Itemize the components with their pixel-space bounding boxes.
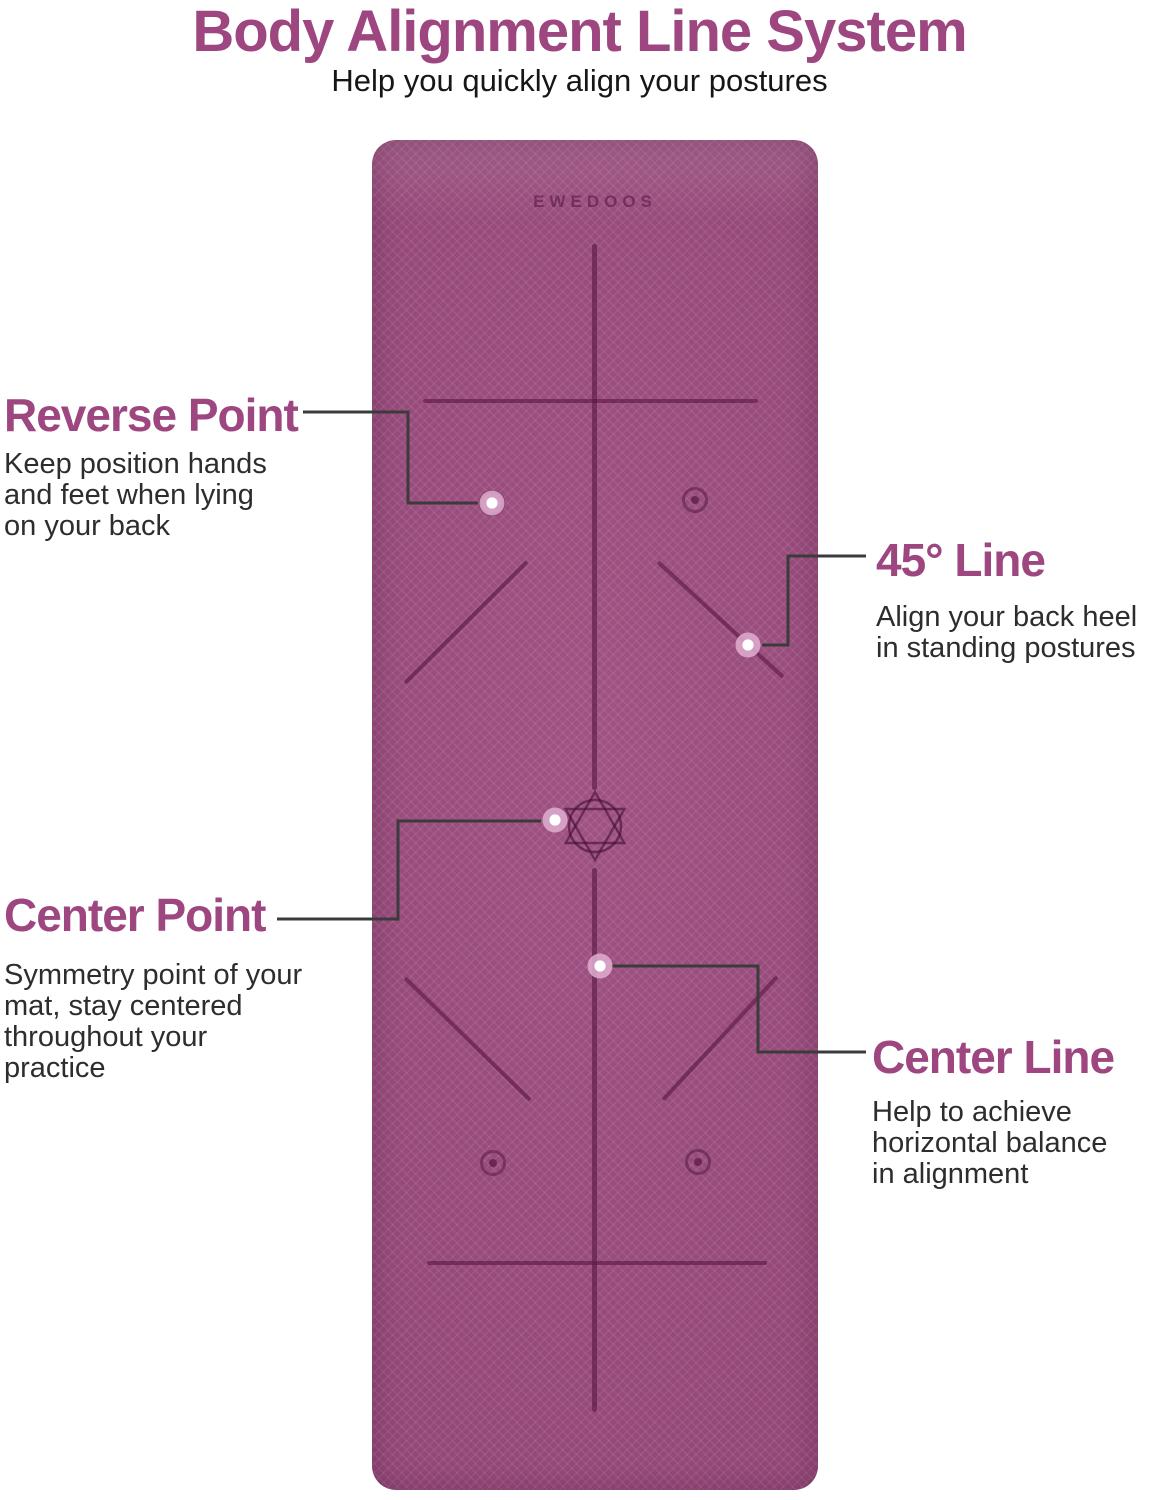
lower-right-45-line — [661, 975, 779, 1102]
brand-logo-text: EWEDOOS — [533, 192, 657, 211]
reverse-point-marker-left — [479, 490, 505, 516]
callout-desc-reverse-point: Keep position hands and feet when lying … — [4, 448, 267, 542]
foot-marker-right — [685, 1149, 711, 1175]
callout-title-reverse-point: Reverse Point — [4, 389, 299, 441]
top-cross-line — [423, 399, 758, 403]
page-title: Body Alignment Line System — [192, 0, 967, 64]
center-line-upper — [592, 244, 597, 790]
foot-marker-left — [480, 1150, 506, 1176]
upper-left-45-line — [403, 560, 529, 685]
reverse-point-marker-right — [682, 487, 708, 513]
yoga-mat: EWEDOOS — [372, 140, 818, 1490]
lower-left-45-line — [403, 976, 532, 1102]
callout-desc-center-point: Symmetry point of your mat, stay centere… — [4, 959, 303, 1084]
callout-desc-center-line: Help to achieve horizontal balance in al… — [872, 1096, 1108, 1190]
bottom-cross-line — [427, 1261, 767, 1265]
callout-title-center-point: Center Point — [4, 889, 266, 941]
page-subtitle: Help you quickly align your postures — [331, 63, 828, 98]
upper-right-45-line — [656, 560, 785, 679]
callout-title-center-line: Center Line — [872, 1031, 1115, 1083]
center-star-icon — [563, 789, 627, 863]
center-line-lower — [592, 868, 597, 1412]
callout-desc-45-line: Align your back heel in standing posture… — [876, 601, 1138, 664]
callout-title-45-line: 45° Line — [876, 534, 1046, 586]
